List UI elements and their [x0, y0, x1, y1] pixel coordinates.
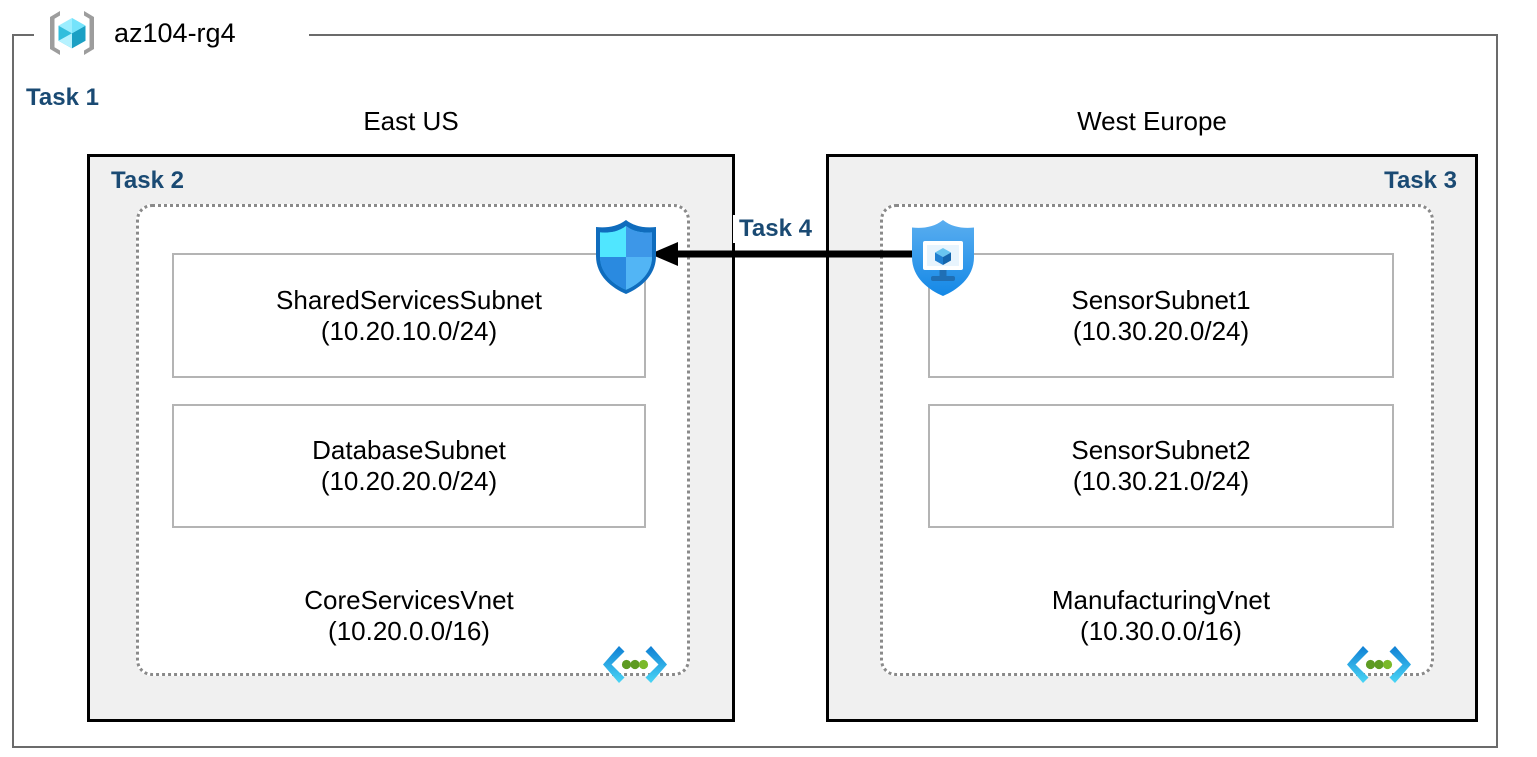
subnet-name: SharedServicesSubnet — [276, 284, 542, 315]
subnet-sensor-1: SensorSubnet1 (10.30.20.0/24) — [928, 253, 1394, 378]
resource-group-name: az104-rg4 — [114, 17, 236, 48]
subnet-cidr: (10.20.10.0/24) — [320, 315, 498, 346]
vnet-cidr: (10.30.0.0/16) — [1080, 615, 1242, 646]
region-label-east-us: East US — [363, 106, 459, 136]
vnet-name: CoreServicesVnet — [304, 585, 514, 615]
subnet-name: SensorSubnet1 — [1071, 284, 1251, 315]
resource-group-header: az104-rg4 — [44, 2, 236, 64]
task-2-label: Task 2 — [111, 167, 184, 194]
virtual-network-icon — [1346, 643, 1412, 689]
subnet-database: DatabaseSubnet (10.20.20.0/24) — [172, 404, 646, 528]
vnet-cidr: (10.20.0.0/16) — [328, 615, 490, 646]
vnet-caption-manufacturing: ManufacturingVnet (10.30.0.0/16) — [928, 585, 1394, 646]
task-1-label: Task 1 — [26, 84, 99, 111]
resource-group-container — [12, 34, 1498, 748]
task-4-label: Task 4 — [733, 215, 818, 243]
peering-arrow-icon — [640, 236, 930, 272]
azure-firewall-shield-icon — [590, 218, 662, 296]
subnet-name: DatabaseSubnet — [312, 435, 506, 466]
vnet-name: ManufacturingVnet — [1051, 585, 1271, 615]
subnet-name: SensorSubnet2 — [1071, 435, 1251, 466]
azure-bastion-shield-icon — [906, 218, 980, 298]
subnet-cidr: (10.30.21.0/24) — [1072, 466, 1250, 496]
subnet-shared-services: SharedServicesSubnet (10.20.10.0/24) — [172, 253, 646, 378]
task-3-label: Task 3 — [1384, 167, 1457, 194]
region-label-west-europe: West Europe — [1077, 106, 1227, 136]
virtual-network-icon — [602, 643, 668, 689]
resource-group-cube-icon — [44, 5, 100, 61]
subnet-sensor-2: SensorSubnet2 (10.30.21.0/24) — [928, 404, 1394, 528]
vnet-caption-core-services: CoreServicesVnet (10.20.0.0/16) — [172, 585, 646, 646]
subnet-cidr: (10.20.20.0/24) — [320, 466, 498, 496]
subnet-cidr: (10.30.20.0/24) — [1072, 315, 1250, 346]
